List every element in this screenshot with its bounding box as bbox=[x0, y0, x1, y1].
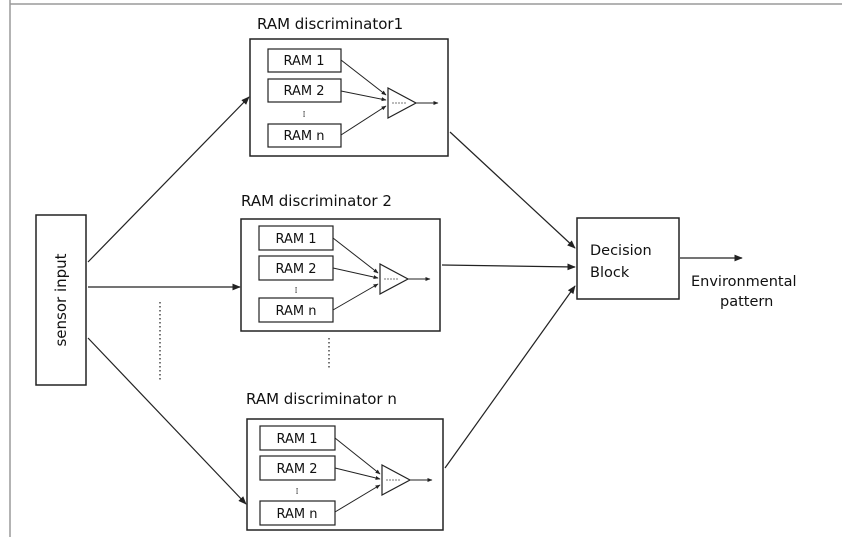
discriminator-1-vertical-ellipsis: ⁞ bbox=[303, 110, 306, 120]
discriminator-n: RAM discriminator n RAM 1 RAM 2 ⁞ RAM n bbox=[246, 390, 444, 531]
discriminator-n-ram-1-link bbox=[334, 437, 381, 475]
arrow-sensor-to-discriminator-n bbox=[87, 337, 247, 505]
sensor-input-label: sensor input bbox=[52, 253, 70, 346]
discriminator-2-ram-2-box bbox=[258, 255, 334, 281]
discriminator-1-ram-n-box bbox=[267, 123, 342, 148]
discriminator-n-ram-1-box bbox=[259, 425, 336, 451]
arrow-discriminator-2-to-decision bbox=[441, 263, 576, 271]
discriminator-2-ram-2-link bbox=[332, 267, 379, 279]
arrow-discriminator-1-to-decision bbox=[449, 131, 576, 249]
discriminator-1-title: RAM discriminator1 bbox=[257, 15, 403, 33]
decision-block: Decision Block bbox=[576, 217, 680, 300]
sensor-input-block: sensor input bbox=[35, 214, 87, 386]
arrow-discriminator-n-to-decision bbox=[444, 285, 576, 469]
discriminator-n-ram-2-link bbox=[334, 467, 381, 480]
discriminator-2-ram-2-label: RAM 2 bbox=[275, 262, 316, 277]
discriminator-n-vertical-ellipsis: ⁞ bbox=[296, 487, 299, 497]
discriminator-n-ram-n-box bbox=[259, 500, 336, 526]
discriminator-1-ram-1-label: RAM 1 bbox=[283, 54, 324, 69]
discriminator-1-ram-2-box bbox=[267, 78, 342, 103]
decision-block-line-2: Block bbox=[590, 265, 630, 281]
discriminator-2-title: RAM discriminator 2 bbox=[241, 192, 392, 210]
discriminator-1-ram-1-link bbox=[340, 59, 387, 96]
discriminator-1-ram-n-link bbox=[340, 105, 387, 136]
discriminator-2-ram-n-label: RAM n bbox=[276, 304, 317, 319]
discriminator-1-ram-2-link bbox=[340, 90, 387, 102]
discriminator-2-vertical-ellipsis: ⁞ bbox=[295, 286, 298, 296]
arrow-sensor-to-discriminator-1 bbox=[87, 96, 250, 263]
output-label-line-2: pattern bbox=[720, 294, 773, 310]
discriminator-n-ram-2-label: RAM 2 bbox=[276, 462, 317, 477]
discriminator-2-ram-1-link bbox=[332, 237, 379, 274]
discriminator-2-ram-n-link bbox=[332, 283, 379, 311]
discriminator-2-ram-1-box bbox=[258, 225, 334, 251]
discriminator-1-ram-n-label: RAM n bbox=[284, 129, 325, 144]
decision-block-line-1: Decision bbox=[590, 243, 652, 259]
discriminator-2: RAM discriminator 2 RAM 1 RAM 2 ⁞ RAM n bbox=[240, 192, 441, 332]
sensor-input-box bbox=[35, 214, 87, 386]
discriminator-n-title: RAM discriminator n bbox=[246, 390, 397, 408]
discriminator-2-ram-1-label: RAM 1 bbox=[275, 232, 316, 247]
discriminator-n-ram-n-link bbox=[334, 484, 381, 513]
discriminator-n-ram-n-label: RAM n bbox=[277, 507, 318, 522]
discriminator-1-ram-2-label: RAM 2 bbox=[283, 84, 324, 99]
output-label-line-1: Environmental bbox=[691, 274, 797, 290]
decision-block-box bbox=[576, 217, 680, 300]
discriminator-1: RAM discriminator1 RAM 1 RAM 2 ⁞ RAM n bbox=[249, 15, 449, 157]
discriminator-n-ram-1-label: RAM 1 bbox=[276, 432, 317, 447]
